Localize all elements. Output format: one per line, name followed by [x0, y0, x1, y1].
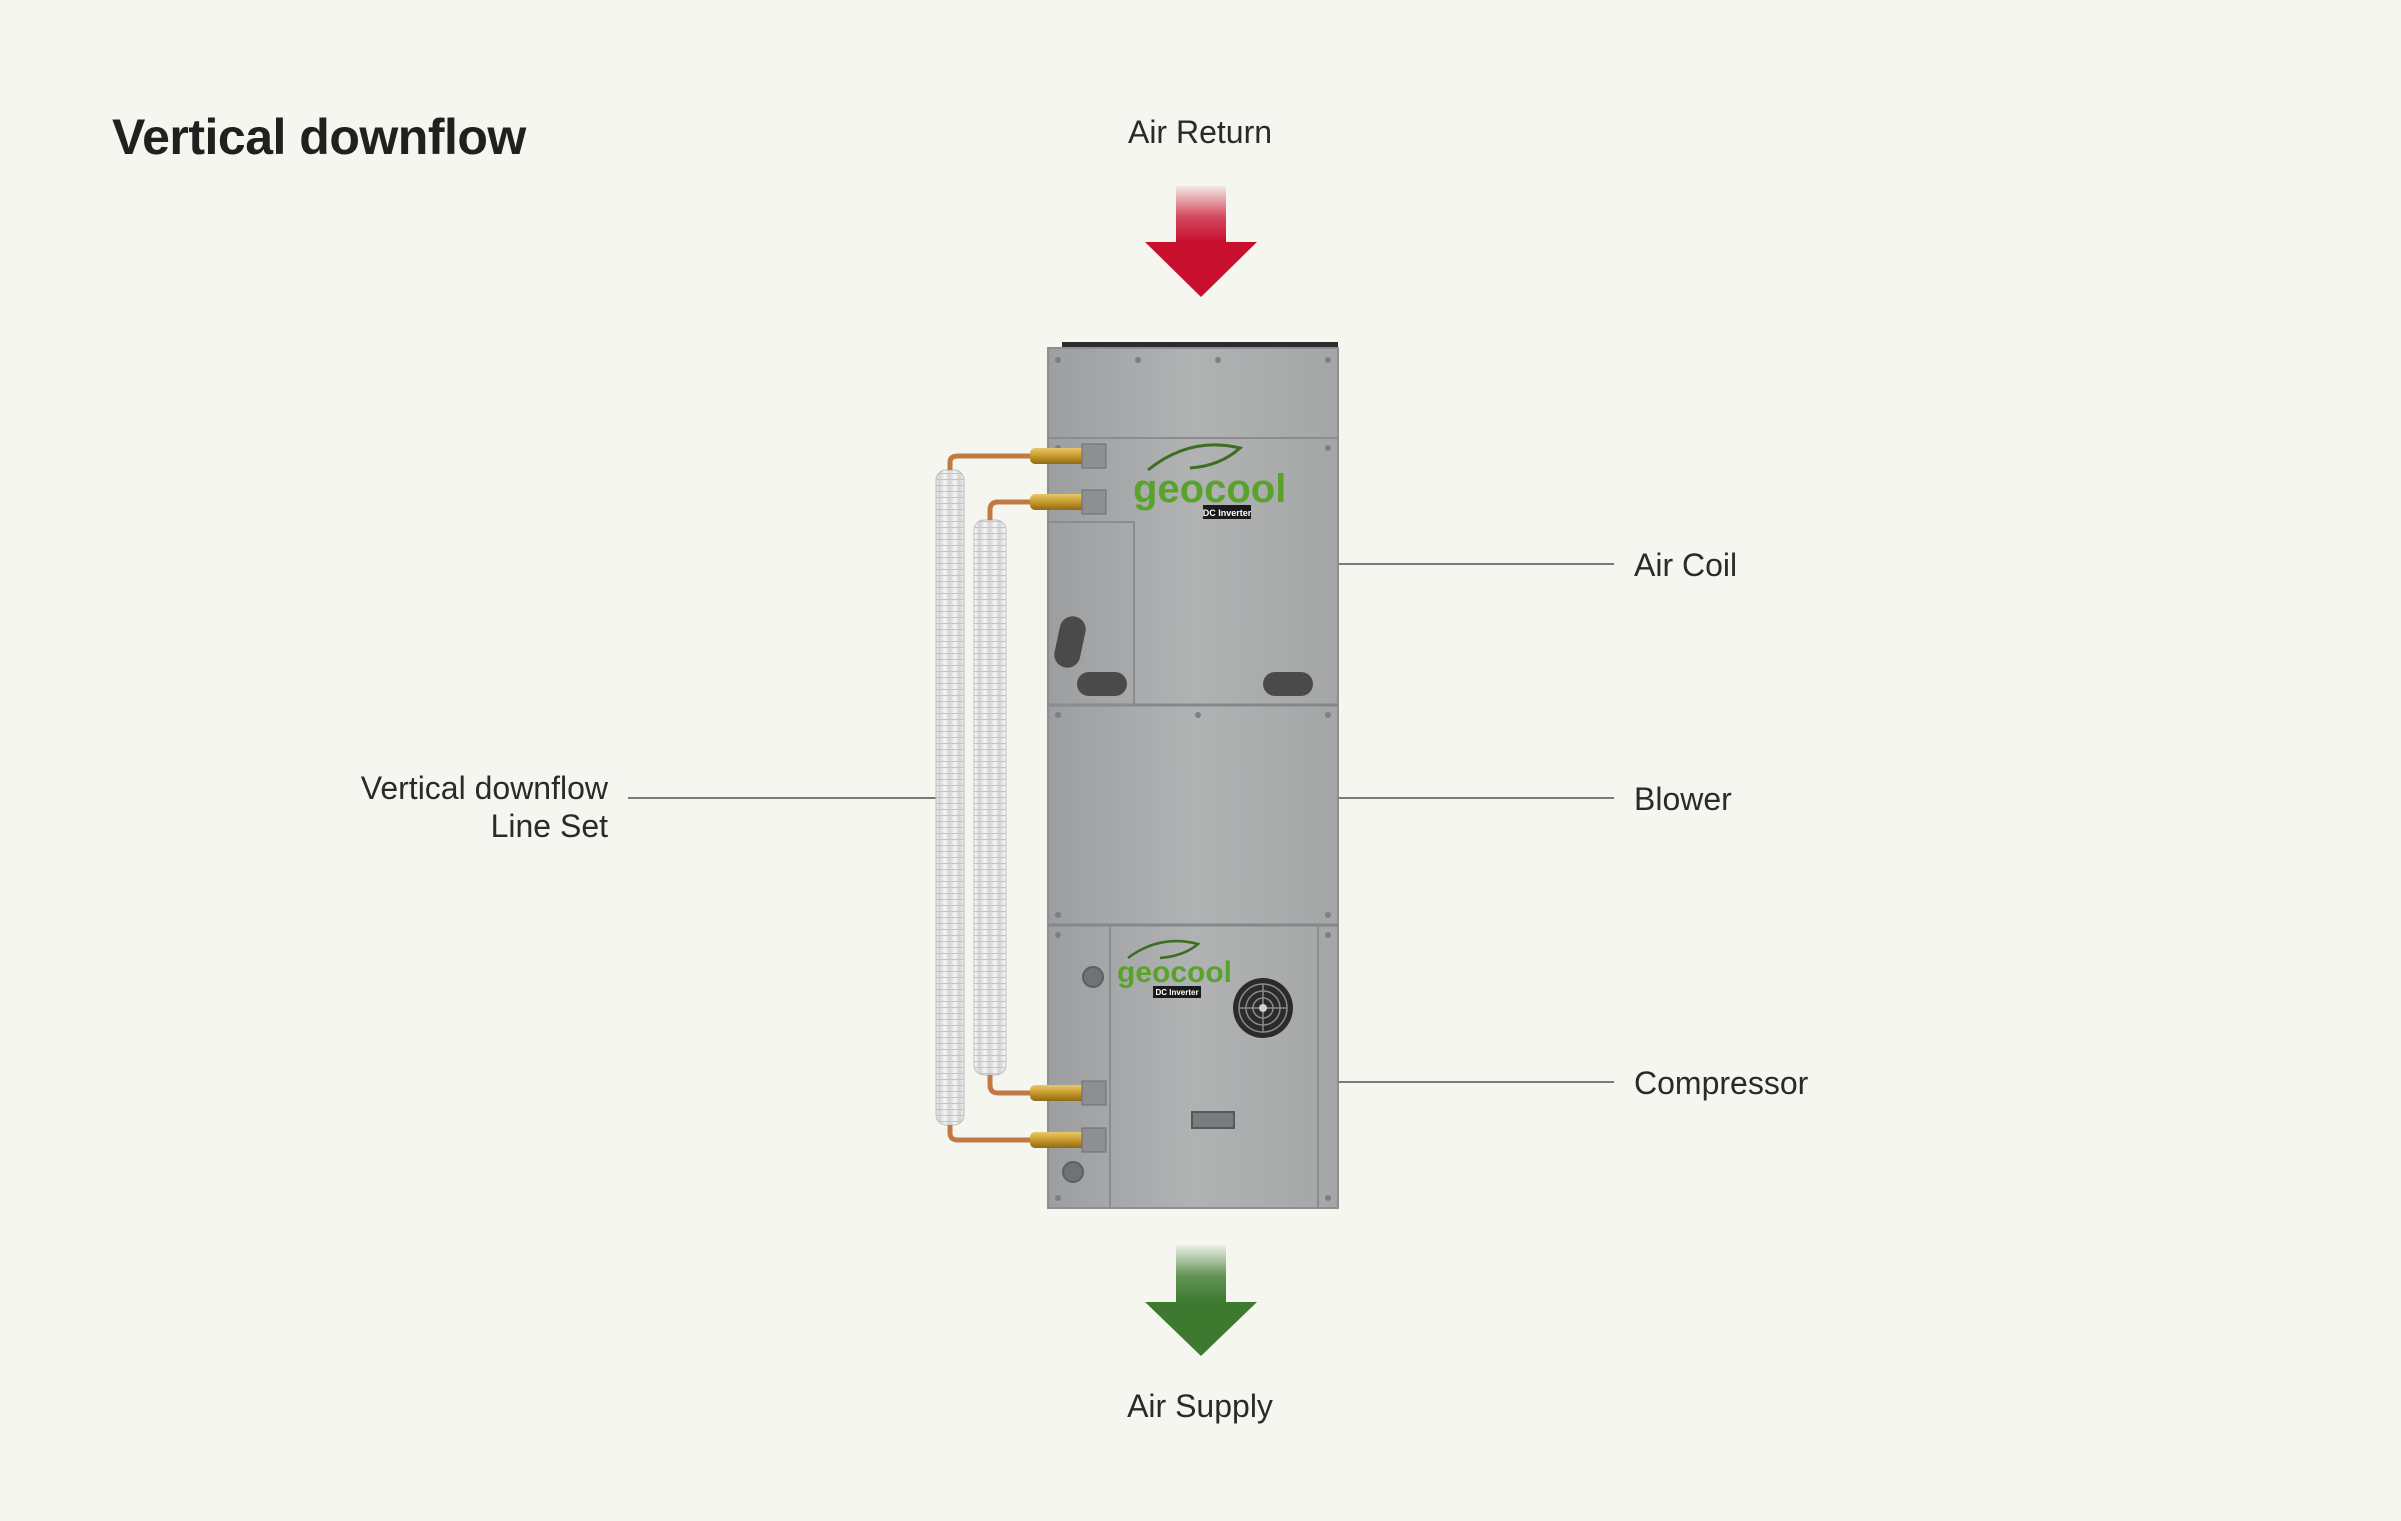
line-set-label: Vertical downflow Line Set: [300, 769, 608, 845]
compressor-leader-line: [1298, 1081, 1614, 1083]
blower-leader-line: [1298, 797, 1614, 799]
line-set-label-line2: Line Set: [490, 808, 608, 844]
lower-logo-text: geocool: [1117, 956, 1232, 989]
air-coil-section: [1047, 437, 1338, 707]
line-set-hoses: [935, 453, 1040, 1143]
blower-label: Blower: [1634, 781, 1732, 817]
air-coil-label: Air Coil: [1634, 547, 1738, 583]
compressor-label: Compressor: [1634, 1065, 1809, 1101]
heat-pump-unit: geocool DC Inverter geocool DC Inverter: [1030, 342, 1339, 1209]
geocool-logo-upper: geocool DC Inverter: [1133, 443, 1286, 519]
line-set-leader-line: [628, 797, 944, 799]
air-supply-arrow: [1145, 1245, 1257, 1356]
geocool-logo-lower: geocool DC Inverter: [1117, 939, 1232, 998]
compressor-section: [1062, 925, 1319, 1208]
lower-badge-text: DC Inverter: [1155, 988, 1198, 997]
upper-logo-text: geocool: [1133, 467, 1286, 511]
line-set-label-line1: Vertical downflow: [360, 770, 608, 806]
air-coil-leader-line: [1298, 563, 1614, 565]
upper-badge-text: DC Inverter: [1203, 508, 1252, 518]
air-return-arrow: [1145, 186, 1257, 297]
service-valves: [1030, 443, 1107, 1153]
fan-grille-icon: [1233, 978, 1293, 1038]
air-return-label: Air Return: [1127, 114, 1273, 150]
page-title: Vertical downflow: [112, 109, 526, 165]
air-supply-label: Air Supply: [1127, 1388, 1273, 1424]
